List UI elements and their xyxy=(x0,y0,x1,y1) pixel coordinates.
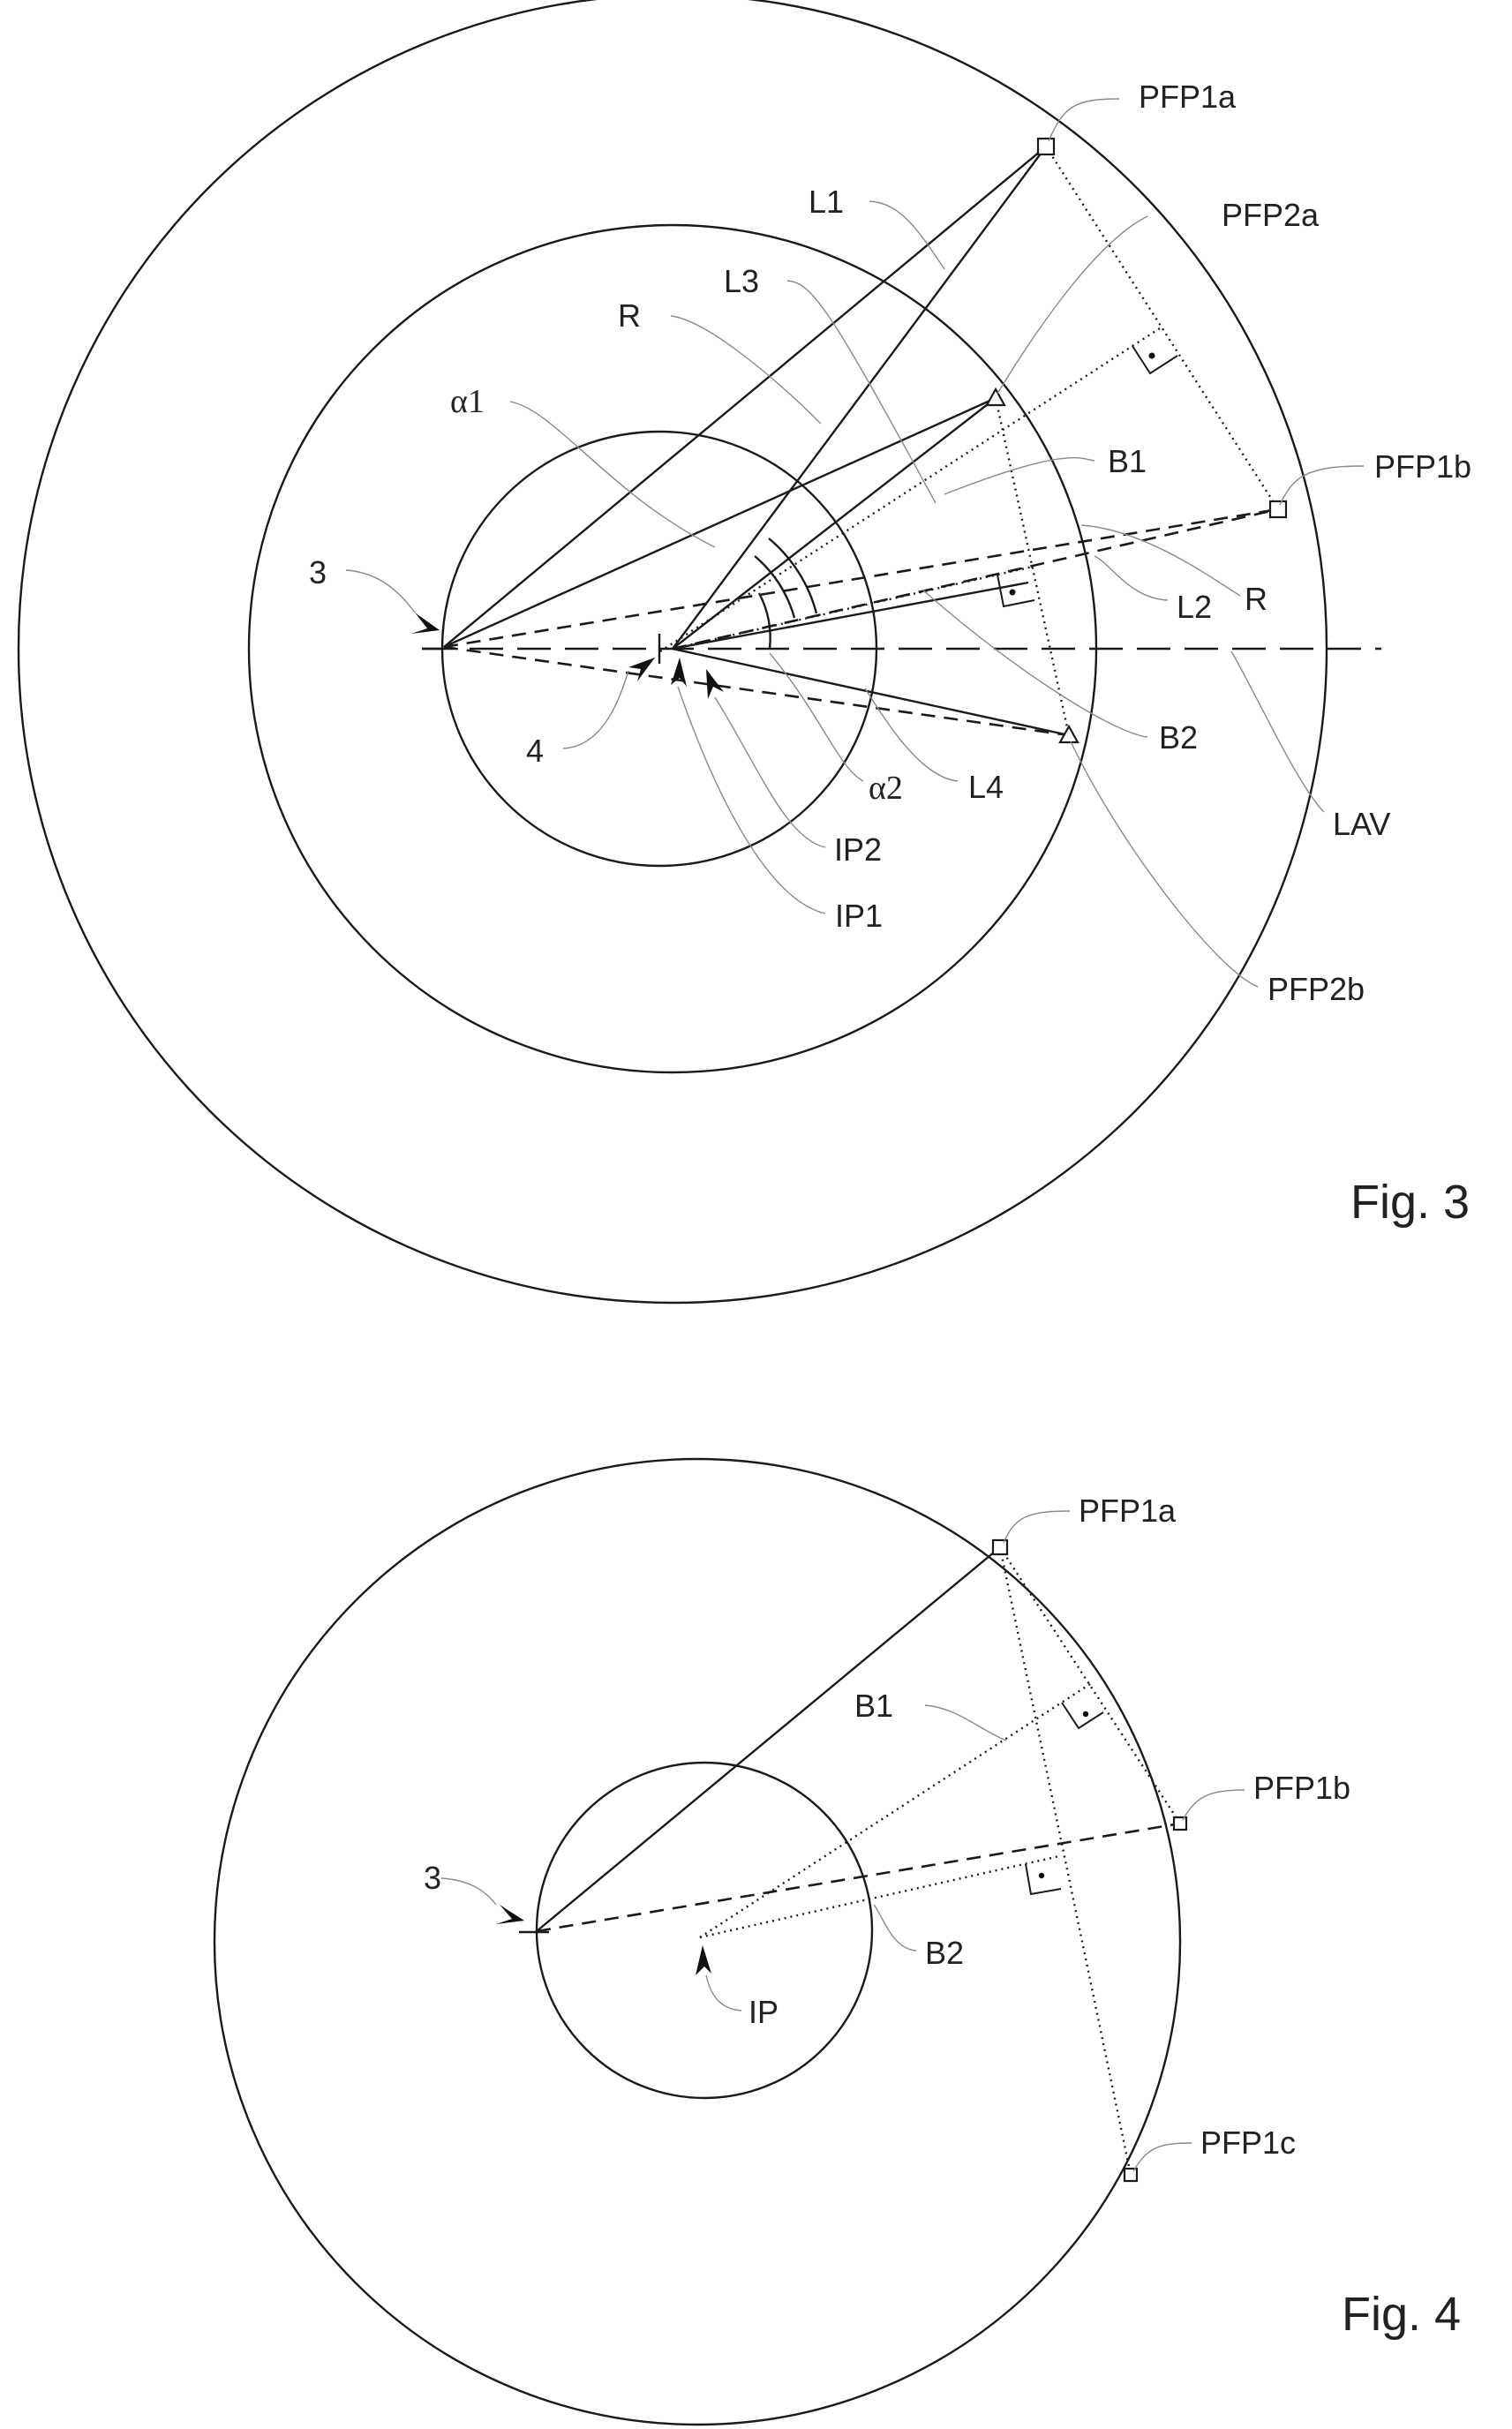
fig4-right-angle-dot-2 xyxy=(1039,1873,1044,1878)
leader-ref4 xyxy=(563,671,628,748)
label-pfp2a: PFP2a xyxy=(1222,197,1320,233)
fig4-line-3-to-pfp1b xyxy=(537,1824,1180,1931)
label-pfp1b: PFP1b xyxy=(1374,448,1471,485)
leader-r-upper xyxy=(671,316,821,424)
label-l1: L1 xyxy=(809,184,844,220)
figure-4: PFP1a B1 PFP1b 3 B2 IP PFP1c Fig. 4 xyxy=(214,1459,1461,2425)
leader-l1 xyxy=(869,201,944,269)
right-angle-dot-1 xyxy=(1149,353,1155,359)
leader-pfp1a xyxy=(1049,99,1119,141)
leader-b2 xyxy=(922,590,1147,737)
fig4-leader-b2 xyxy=(874,1905,916,1951)
fig4-inner-circle xyxy=(537,1763,872,2098)
leader-ip1 xyxy=(678,687,825,914)
leader-l4 xyxy=(865,688,958,781)
label-alpha1: α1 xyxy=(450,383,485,420)
pfp1b-marker xyxy=(1270,501,1286,517)
fig4-right-angle-dot-1 xyxy=(1083,1711,1088,1717)
leader-pfp2a xyxy=(997,216,1147,394)
label-l3: L3 xyxy=(724,263,759,299)
figure-3: PFP1a L1 PFP2a L3 R α1 B1 PFP1b 3 L2 R 4… xyxy=(19,0,1471,1303)
leader-ref3 xyxy=(346,570,415,613)
alpha2-arc xyxy=(759,593,771,649)
fig3-title: Fig. 3 xyxy=(1350,1176,1470,1229)
line-ip2-perp-b2 xyxy=(673,583,1028,649)
leader-l2 xyxy=(1095,556,1168,600)
fig3-outer-circle xyxy=(19,0,1327,1303)
label-lav: LAV xyxy=(1333,806,1390,842)
fig4-leader-pfp1a xyxy=(1004,1511,1070,1543)
fig4-label-b1: B1 xyxy=(854,1688,893,1724)
leader-b1 xyxy=(944,458,1095,494)
label-ip1: IP1 xyxy=(835,898,883,934)
label-alpha2: α2 xyxy=(869,770,903,807)
label-b1: B1 xyxy=(1108,443,1147,479)
leader-pfp1b xyxy=(1280,466,1364,505)
label-pfp1a: PFP1a xyxy=(1139,79,1237,115)
line-3-to-pfp1a xyxy=(444,147,1046,647)
label-r-upper: R xyxy=(618,297,641,334)
line-ip2-to-pfp2b xyxy=(673,649,1069,735)
fig4-label-pfp1b: PFP1b xyxy=(1253,1770,1350,1806)
fig4-label-ref3: 3 xyxy=(424,1860,441,1896)
fig4-label-b2: B2 xyxy=(925,1935,964,1971)
bisector-b1 xyxy=(660,327,1162,651)
pfp2a-marker xyxy=(987,389,1004,405)
fig4-label-pfp1c: PFP1c xyxy=(1200,2124,1296,2161)
fig4-chord-pfp1a-pfp1c xyxy=(1000,1547,1131,2175)
label-pfp2b: PFP2b xyxy=(1268,971,1365,1007)
fig4-bisector-b1 xyxy=(700,1684,1090,1937)
fig4-pfp1a-marker xyxy=(993,1540,1007,1554)
line-3-to-pfp1b-dashed xyxy=(444,509,1278,647)
label-l4: L4 xyxy=(968,769,1004,805)
label-ip2: IP2 xyxy=(834,831,882,868)
line-3-to-pfp2b-dashed xyxy=(444,647,1069,735)
leader-pfp2b xyxy=(1071,741,1258,987)
leader-r-lower xyxy=(1081,525,1240,596)
right-angle-mark-2 xyxy=(997,575,1034,606)
fig4-outer-circle xyxy=(214,1459,1180,2425)
fig4-leader-pfp1c xyxy=(1133,2143,1192,2171)
leader-alpha1 xyxy=(510,402,715,547)
alpha1-arc-inner xyxy=(755,556,794,618)
right-angle-mark-1 xyxy=(1132,346,1177,373)
fig4-pfp1b-marker xyxy=(1174,1817,1186,1830)
line-3-to-pfp2a xyxy=(444,398,996,647)
fig4-arrow-ip xyxy=(696,1945,711,1975)
arrow-ref4 xyxy=(628,658,655,681)
fig4-pfp1c-marker xyxy=(1125,2169,1137,2181)
fig4-right-angle-mark-2 xyxy=(1026,1864,1061,1894)
fig4-bisector-b2 xyxy=(700,1856,1059,1937)
leader-l3 xyxy=(787,281,936,503)
fig4-line-3-to-pfp1a xyxy=(537,1547,1000,1931)
fig4-right-angle-mark-1 xyxy=(1062,1703,1103,1728)
label-l2: L2 xyxy=(1177,589,1212,625)
fig4-leader-ref3 xyxy=(441,1878,496,1905)
right-angle-dot-2 xyxy=(1010,590,1016,596)
pfp1a-marker xyxy=(1038,139,1054,154)
fig4-label-pfp1a: PFP1a xyxy=(1079,1493,1177,1529)
label-ref3: 3 xyxy=(309,554,327,590)
label-ref4: 4 xyxy=(526,733,544,769)
fig4-leader-b1 xyxy=(925,1705,1006,1741)
leader-lav xyxy=(1231,651,1324,812)
leader-ip2 xyxy=(715,697,825,847)
arrow-ref3 xyxy=(411,613,440,634)
label-r-lower: R xyxy=(1245,581,1268,617)
fig4-arrow-ref3 xyxy=(496,1905,524,1924)
arrow-ip2 xyxy=(706,669,724,699)
label-b2: B2 xyxy=(1159,719,1198,756)
arrow-ip1 xyxy=(671,658,687,687)
alpha1-arc-outer xyxy=(769,538,816,613)
fig4-label-ip: IP xyxy=(748,1994,779,2030)
fig4-leader-ip xyxy=(706,1975,741,2011)
fig4-title: Fig. 4 xyxy=(1342,2288,1461,2341)
fig4-leader-pfp1b xyxy=(1183,1790,1245,1820)
